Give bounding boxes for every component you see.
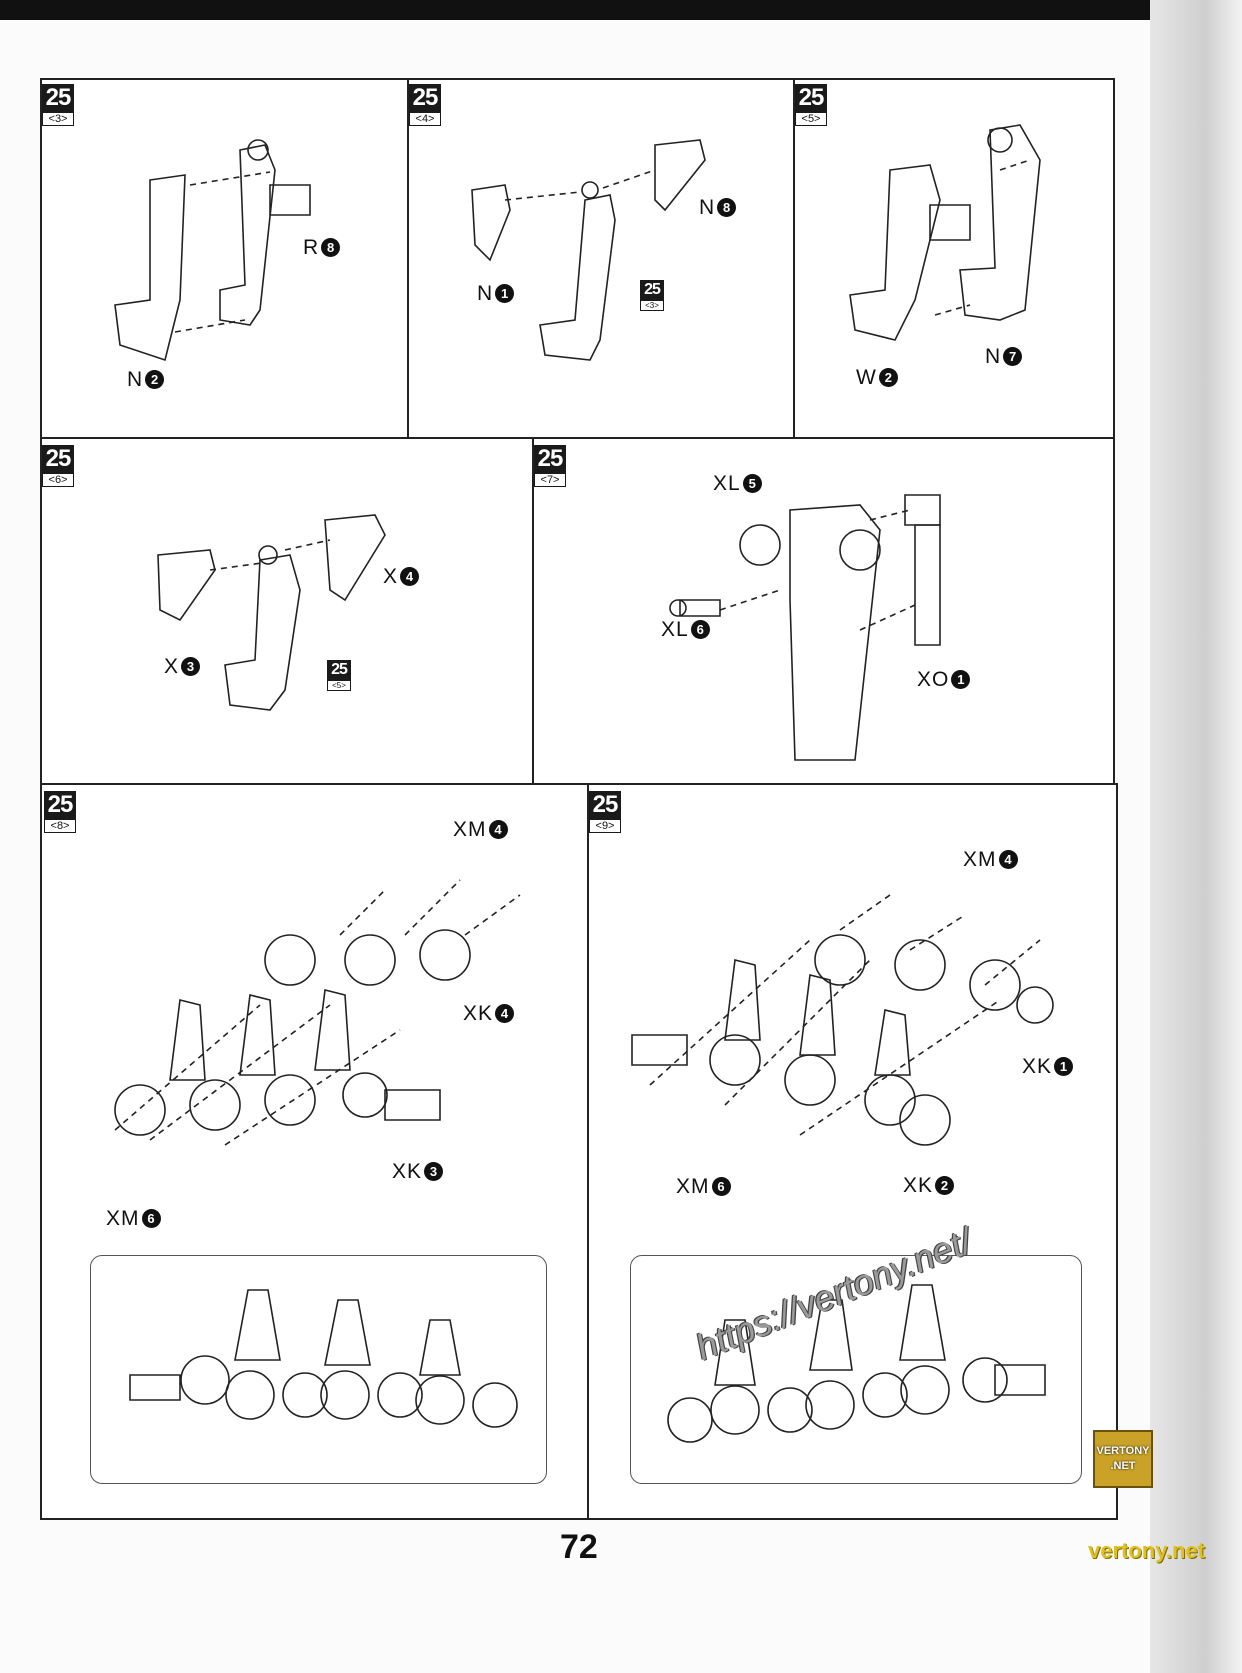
substep-number: <4> [409, 112, 441, 126]
part-number-circle: 1 [495, 284, 515, 303]
part-number-circle: 2 [145, 370, 165, 389]
part-letter: N [985, 345, 1002, 368]
assembly-rows [114, 929, 1054, 1146]
substep-number: <9> [589, 819, 621, 833]
substep-number: <5> [795, 112, 827, 126]
step-number: 25 [534, 445, 566, 473]
step-badge: 25<7> [534, 445, 566, 487]
part-number-circle: 8 [321, 238, 341, 257]
step-panel-25-6 [40, 437, 534, 785]
step-number: 25 [44, 791, 76, 819]
part-number-circle: 2 [935, 1176, 955, 1195]
step-badge: 25<9> [589, 791, 621, 833]
step-number: 25 [640, 280, 664, 300]
step-number: 25 [795, 84, 827, 112]
step-badge: 25<5> [795, 84, 827, 126]
part-letter: XL [661, 618, 689, 641]
step-badge: 25<4> [409, 84, 441, 126]
step-panel-25-3 [40, 78, 409, 439]
part-letter: XK [392, 1160, 423, 1183]
part-number-circle: 1 [951, 670, 971, 689]
footer-watermark: vertony.net [1088, 1538, 1205, 1563]
part-number-circle: 1 [1054, 1057, 1074, 1076]
part-number-circle: 4 [400, 567, 420, 586]
top-edge [0, 0, 1242, 20]
part-letter: XK [463, 1002, 494, 1025]
part-letter: XO [917, 668, 950, 691]
part-letter: N [477, 282, 494, 305]
step-number: 25 [589, 791, 621, 819]
step-badge: 25<3> [42, 84, 74, 126]
reference-step-badge: 25<3> [640, 280, 664, 311]
completed-view-box [630, 1255, 1082, 1484]
step-number: 25 [409, 84, 441, 112]
part-number-circle: 3 [181, 657, 201, 676]
step-badge: 25<6> [42, 445, 74, 487]
part-number-circle: 7 [1003, 347, 1023, 366]
substep-number: <3> [640, 300, 664, 311]
part-number-circle: 4 [998, 850, 1018, 869]
step-panel-25-5 [793, 78, 1115, 439]
part-number-circle: 4 [495, 1004, 515, 1023]
part-number-circle: 5 [742, 474, 762, 493]
frame-part-art [114, 124, 1041, 761]
step-number: 25 [42, 84, 74, 112]
step-badge: 25<8> [44, 791, 76, 833]
substep-number: <8> [44, 819, 76, 833]
assembly-arrows [114, 159, 1041, 1146]
completed-view-box [90, 1255, 547, 1484]
part-letter: XM [106, 1207, 140, 1230]
completed-assembly-art [129, 1284, 1046, 1443]
step-number: 25 [42, 445, 74, 473]
part-letter: XL [713, 472, 741, 495]
substep-number: <7> [534, 473, 566, 487]
part-letter: N [699, 196, 716, 219]
part-letter: XM [676, 1175, 710, 1198]
vertony-logo: VERTONY .NET [1093, 1430, 1153, 1488]
substep-number: <6> [42, 473, 74, 487]
part-letter: W [856, 366, 877, 389]
part-letter: XM [963, 848, 997, 871]
binding-edge [1150, 0, 1242, 1673]
step-panel-25-7 [532, 437, 1115, 785]
substep-number: <3> [42, 112, 74, 126]
part-letter: XK [903, 1174, 934, 1197]
part-number-circle: 2 [878, 368, 898, 387]
page-number: 72 [560, 1528, 598, 1566]
substep-number: <5> [327, 680, 351, 691]
part-number-circle: 4 [488, 820, 508, 839]
part-letter: N [127, 368, 144, 391]
part-letter: X [164, 655, 180, 678]
part-number-circle: 3 [424, 1162, 444, 1181]
step-number: 25 [327, 660, 351, 680]
part-letter: R [303, 236, 320, 259]
part-number-circle: 6 [141, 1209, 161, 1228]
part-number-circle: 6 [690, 620, 710, 639]
part-number-circle: 8 [717, 198, 737, 217]
part-letter: XK [1022, 1055, 1053, 1078]
part-number-circle: 6 [711, 1177, 731, 1196]
reference-step-badge: 25<5> [327, 660, 351, 691]
part-letter: X [383, 565, 399, 588]
part-letter: XM [453, 818, 487, 841]
